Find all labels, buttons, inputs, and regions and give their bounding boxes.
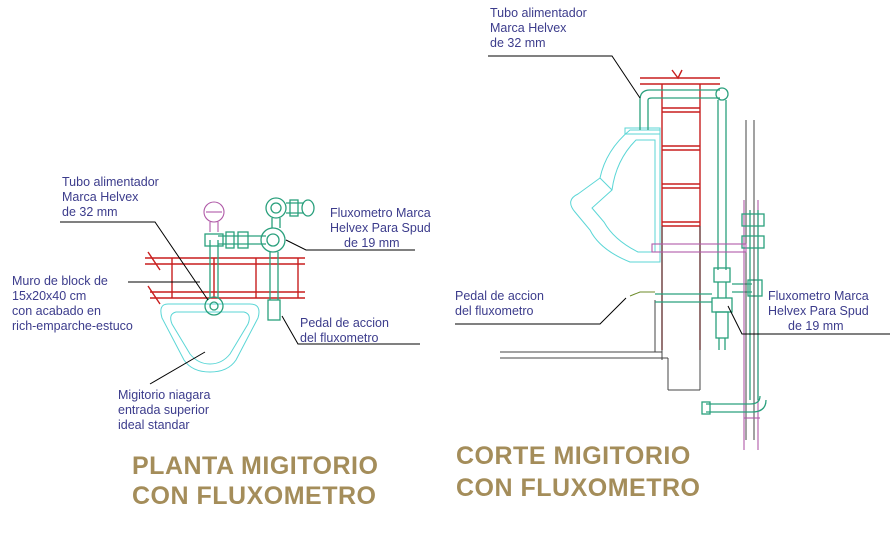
plan-title: PLANTA MIGITORIO CON FLUXOMETRO <box>132 452 386 510</box>
section-supply-pipe <box>629 87 763 350</box>
section-tubo-line-2: Marca Helvex <box>490 21 567 35</box>
section-pedal-leader <box>455 297 627 325</box>
plan-top-valve <box>203 201 225 232</box>
plan-pedal-leader <box>281 315 420 345</box>
section-urinal <box>570 127 661 263</box>
section-tubo-label: Tubo alimentador Marca Helvex de 32 mm <box>490 6 590 50</box>
section-pedal-label: Pedal de accion del fluxometro <box>455 289 547 318</box>
section-tubo-line-1: Tubo alimentador <box>490 6 587 20</box>
section-pedal-line-1: Pedal de accion <box>455 289 544 303</box>
plan-migitorio-line-3: ideal standar <box>118 418 190 432</box>
plan-fluxo-line-3: de 19 mm <box>344 236 400 250</box>
section-title-line-2: CON FLUXOMETRO <box>456 474 701 502</box>
section-tubo-line-3: de 32 mm <box>490 36 546 50</box>
plan-urinal-inner <box>170 311 250 365</box>
plan-pedal-line-1: Pedal de accion <box>300 316 389 330</box>
plan-tubo-line-3: de 32 mm <box>62 205 118 219</box>
plan-block-wall <box>145 251 305 305</box>
section-tubo-leader <box>488 55 641 99</box>
plan-migitorio-leader <box>149 351 206 385</box>
section-fluxo-line-1: Fluxometro Marca <box>768 289 869 303</box>
section-fluxo-line-3: de 19 mm <box>788 319 844 333</box>
plan-fluxo-line-1: Fluxometro Marca <box>330 206 431 220</box>
plan-muro-line-1: Muro de block de <box>12 274 108 288</box>
plan-muro-label: Muro de block de 15x20x40 cm con acabado… <box>12 274 133 333</box>
plan-tubo-label: Tubo alimentador Marca Helvex de 32 mm <box>62 175 162 219</box>
plan-spud <box>204 296 224 316</box>
section-pedal-line-2: del fluxometro <box>455 304 534 318</box>
section-drain-stack <box>651 120 767 450</box>
plan-title-line-1: PLANTA MIGITORIO <box>132 452 378 480</box>
section-fluxo-line-2: Helvex Para Spud <box>768 304 869 318</box>
plan-fluxo-line-2: Helvex Para Spud <box>330 221 431 235</box>
plan-spud-inner <box>209 301 219 311</box>
plan-view: Tubo alimentador Marca Helvex de 32 mm M… <box>12 175 434 510</box>
section-fluxometro-label: Fluxometro Marca Helvex Para Spud de 19 … <box>768 289 872 333</box>
plan-fluxo-leader <box>285 239 415 251</box>
plan-muro-line-4: rich-emparche-estuco <box>12 319 133 333</box>
plan-tubo-leader <box>60 221 209 301</box>
plan-tubo-line-2: Marca Helvex <box>62 190 139 204</box>
plan-tubo-line-1: Tubo alimentador <box>62 175 159 189</box>
plan-migitorio-line-2: entrada superior <box>118 403 209 417</box>
section-view: Tubo alimentador Marca Helvex de 32 mm P… <box>455 6 890 502</box>
section-block-wall <box>640 69 720 350</box>
plan-urinal-outline <box>160 303 260 373</box>
section-title: CORTE MIGITORIO CON FLUXOMETRO <box>456 442 701 502</box>
plan-title-line-2: CON FLUXOMETRO <box>132 482 377 510</box>
plan-muro-line-2: 15x20x40 cm <box>12 289 86 303</box>
plan-pedal-line-2: del fluxometro <box>300 331 379 345</box>
plan-pedal-label: Pedal de accion del fluxometro <box>300 316 392 345</box>
plan-migitorio-line-1: Migitorio niagara <box>118 388 210 402</box>
plan-supply-pipe <box>204 231 266 298</box>
section-fluxo-leader <box>727 305 890 335</box>
section-wall-base <box>500 226 701 391</box>
plan-flushometer <box>260 197 315 321</box>
section-title-line-1: CORTE MIGITORIO <box>456 442 691 470</box>
plan-muro-line-3: con acabado en <box>12 304 101 318</box>
plan-migitorio-label: Migitorio niagara entrada superior ideal… <box>118 388 214 432</box>
plan-fluxometro-label: Fluxometro Marca Helvex Para Spud de 19 … <box>330 206 434 250</box>
